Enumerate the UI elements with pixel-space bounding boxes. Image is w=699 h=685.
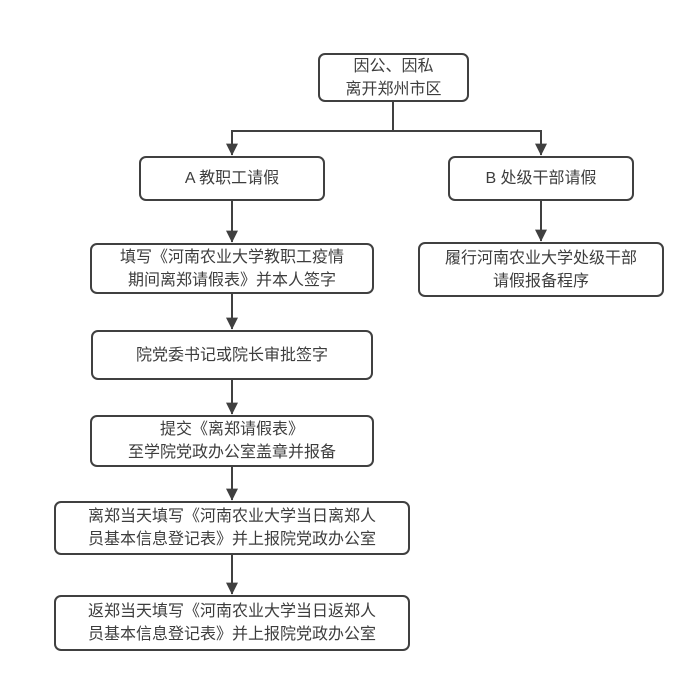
node-a-step-submit-form: 提交《离郑请假表》 至学院党政办公室盖章并报备 bbox=[90, 415, 374, 467]
node-b-step-cadre-procedure: 履行河南农业大学处级干部 请假报备程序 bbox=[418, 242, 664, 297]
node-a-step-return-registration: 返郑当天填写《河南农业大学当日返郑人 员基本信息登记表》并上报院党政办公室 bbox=[54, 595, 410, 651]
node-start: 因公、因私 离开郑州市区 bbox=[318, 53, 469, 102]
node-a-step-departure-registration: 离郑当天填写《河南农业大学当日离郑人 员基本信息登记表》并上报院党政办公室 bbox=[54, 501, 410, 555]
node-branch-a-staff-leave: A 教职工请假 bbox=[139, 156, 325, 201]
node-branch-b-cadre-leave: B 处级干部请假 bbox=[448, 156, 634, 201]
node-a-step-fill-leave-form: 填写《河南农业大学教职工疫情 期间离郑请假表》并本人签字 bbox=[90, 243, 374, 294]
node-a-step-approval-signature: 院党委书记或院长审批签字 bbox=[91, 330, 373, 380]
